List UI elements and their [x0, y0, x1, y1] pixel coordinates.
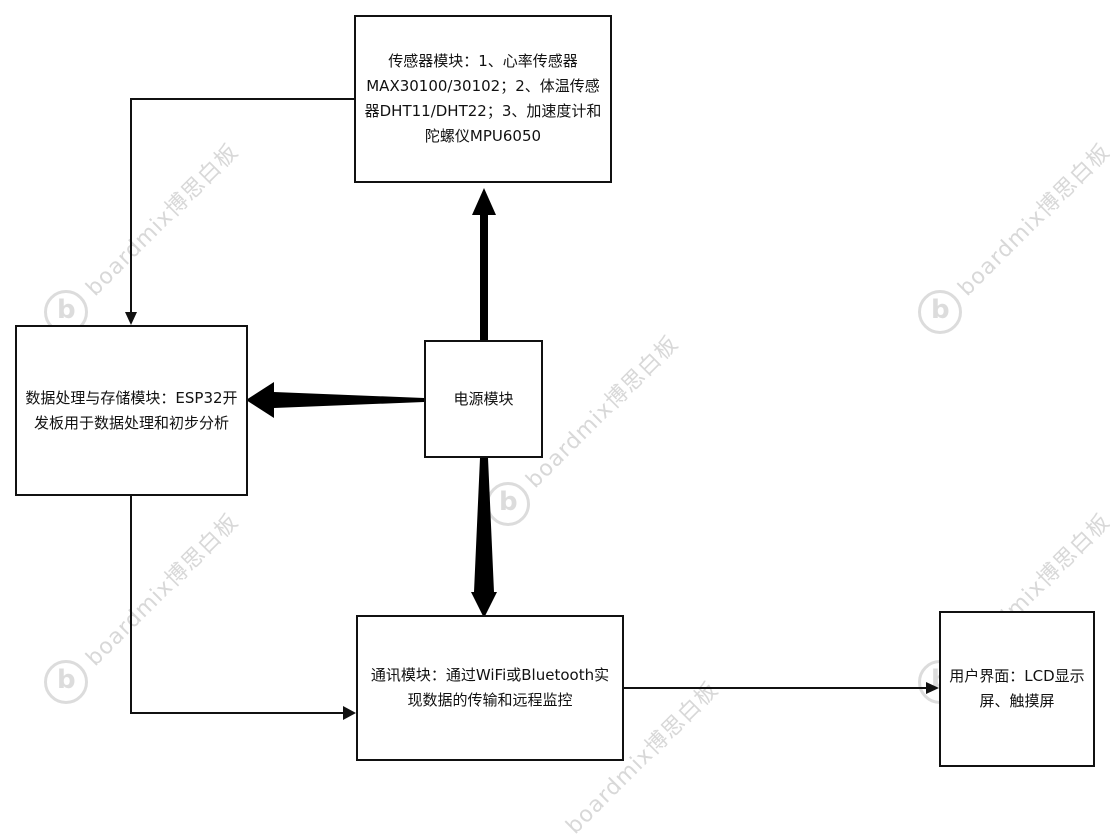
edge-power-to-comm	[471, 458, 497, 618]
processing-module-box[interactable]: 数据处理与存储模块：ESP32开发板用于数据处理和初步分析	[15, 325, 248, 496]
power-module-label: 电源模块	[453, 389, 514, 408]
comm-module-box[interactable]: 通讯模块：通过WiFi或Bluetooth实现数据的传输和远程监控	[356, 615, 624, 761]
boardmix-logo-icon	[918, 290, 962, 334]
arrowhead-ui	[926, 682, 939, 694]
arrowhead-comm	[343, 706, 356, 720]
edge-power-to-sensor	[472, 188, 496, 340]
diagram-canvas: boardmix博思白板 boardmix博思白板 boardmix博思白板 b…	[0, 0, 1110, 782]
edge-sensor-to-processing	[130, 98, 354, 316]
edge-power-to-processing	[246, 382, 424, 418]
sensor-module-label: 传感器模块：1、心率传感器MAX30100/30102；2、体温传感器DHT11…	[364, 52, 602, 145]
arrowhead-processing	[125, 312, 137, 325]
boardmix-logo-icon	[44, 660, 88, 704]
ui-module-label: 用户界面：LCD显示屏、触摸屏	[949, 667, 1085, 710]
sensor-module-box[interactable]: 传感器模块：1、心率传感器MAX30100/30102；2、体温传感器DHT11…	[354, 15, 612, 183]
power-module-box[interactable]: 电源模块	[424, 340, 543, 458]
ui-module-box[interactable]: 用户界面：LCD显示屏、触摸屏	[939, 611, 1095, 767]
edge-processing-to-comm	[130, 496, 346, 714]
comm-module-label: 通讯模块：通过WiFi或Bluetooth实现数据的传输和远程监控	[370, 666, 610, 709]
processing-module-label: 数据处理与存储模块：ESP32开发板用于数据处理和初步分析	[25, 388, 238, 432]
connectors	[125, 98, 939, 720]
